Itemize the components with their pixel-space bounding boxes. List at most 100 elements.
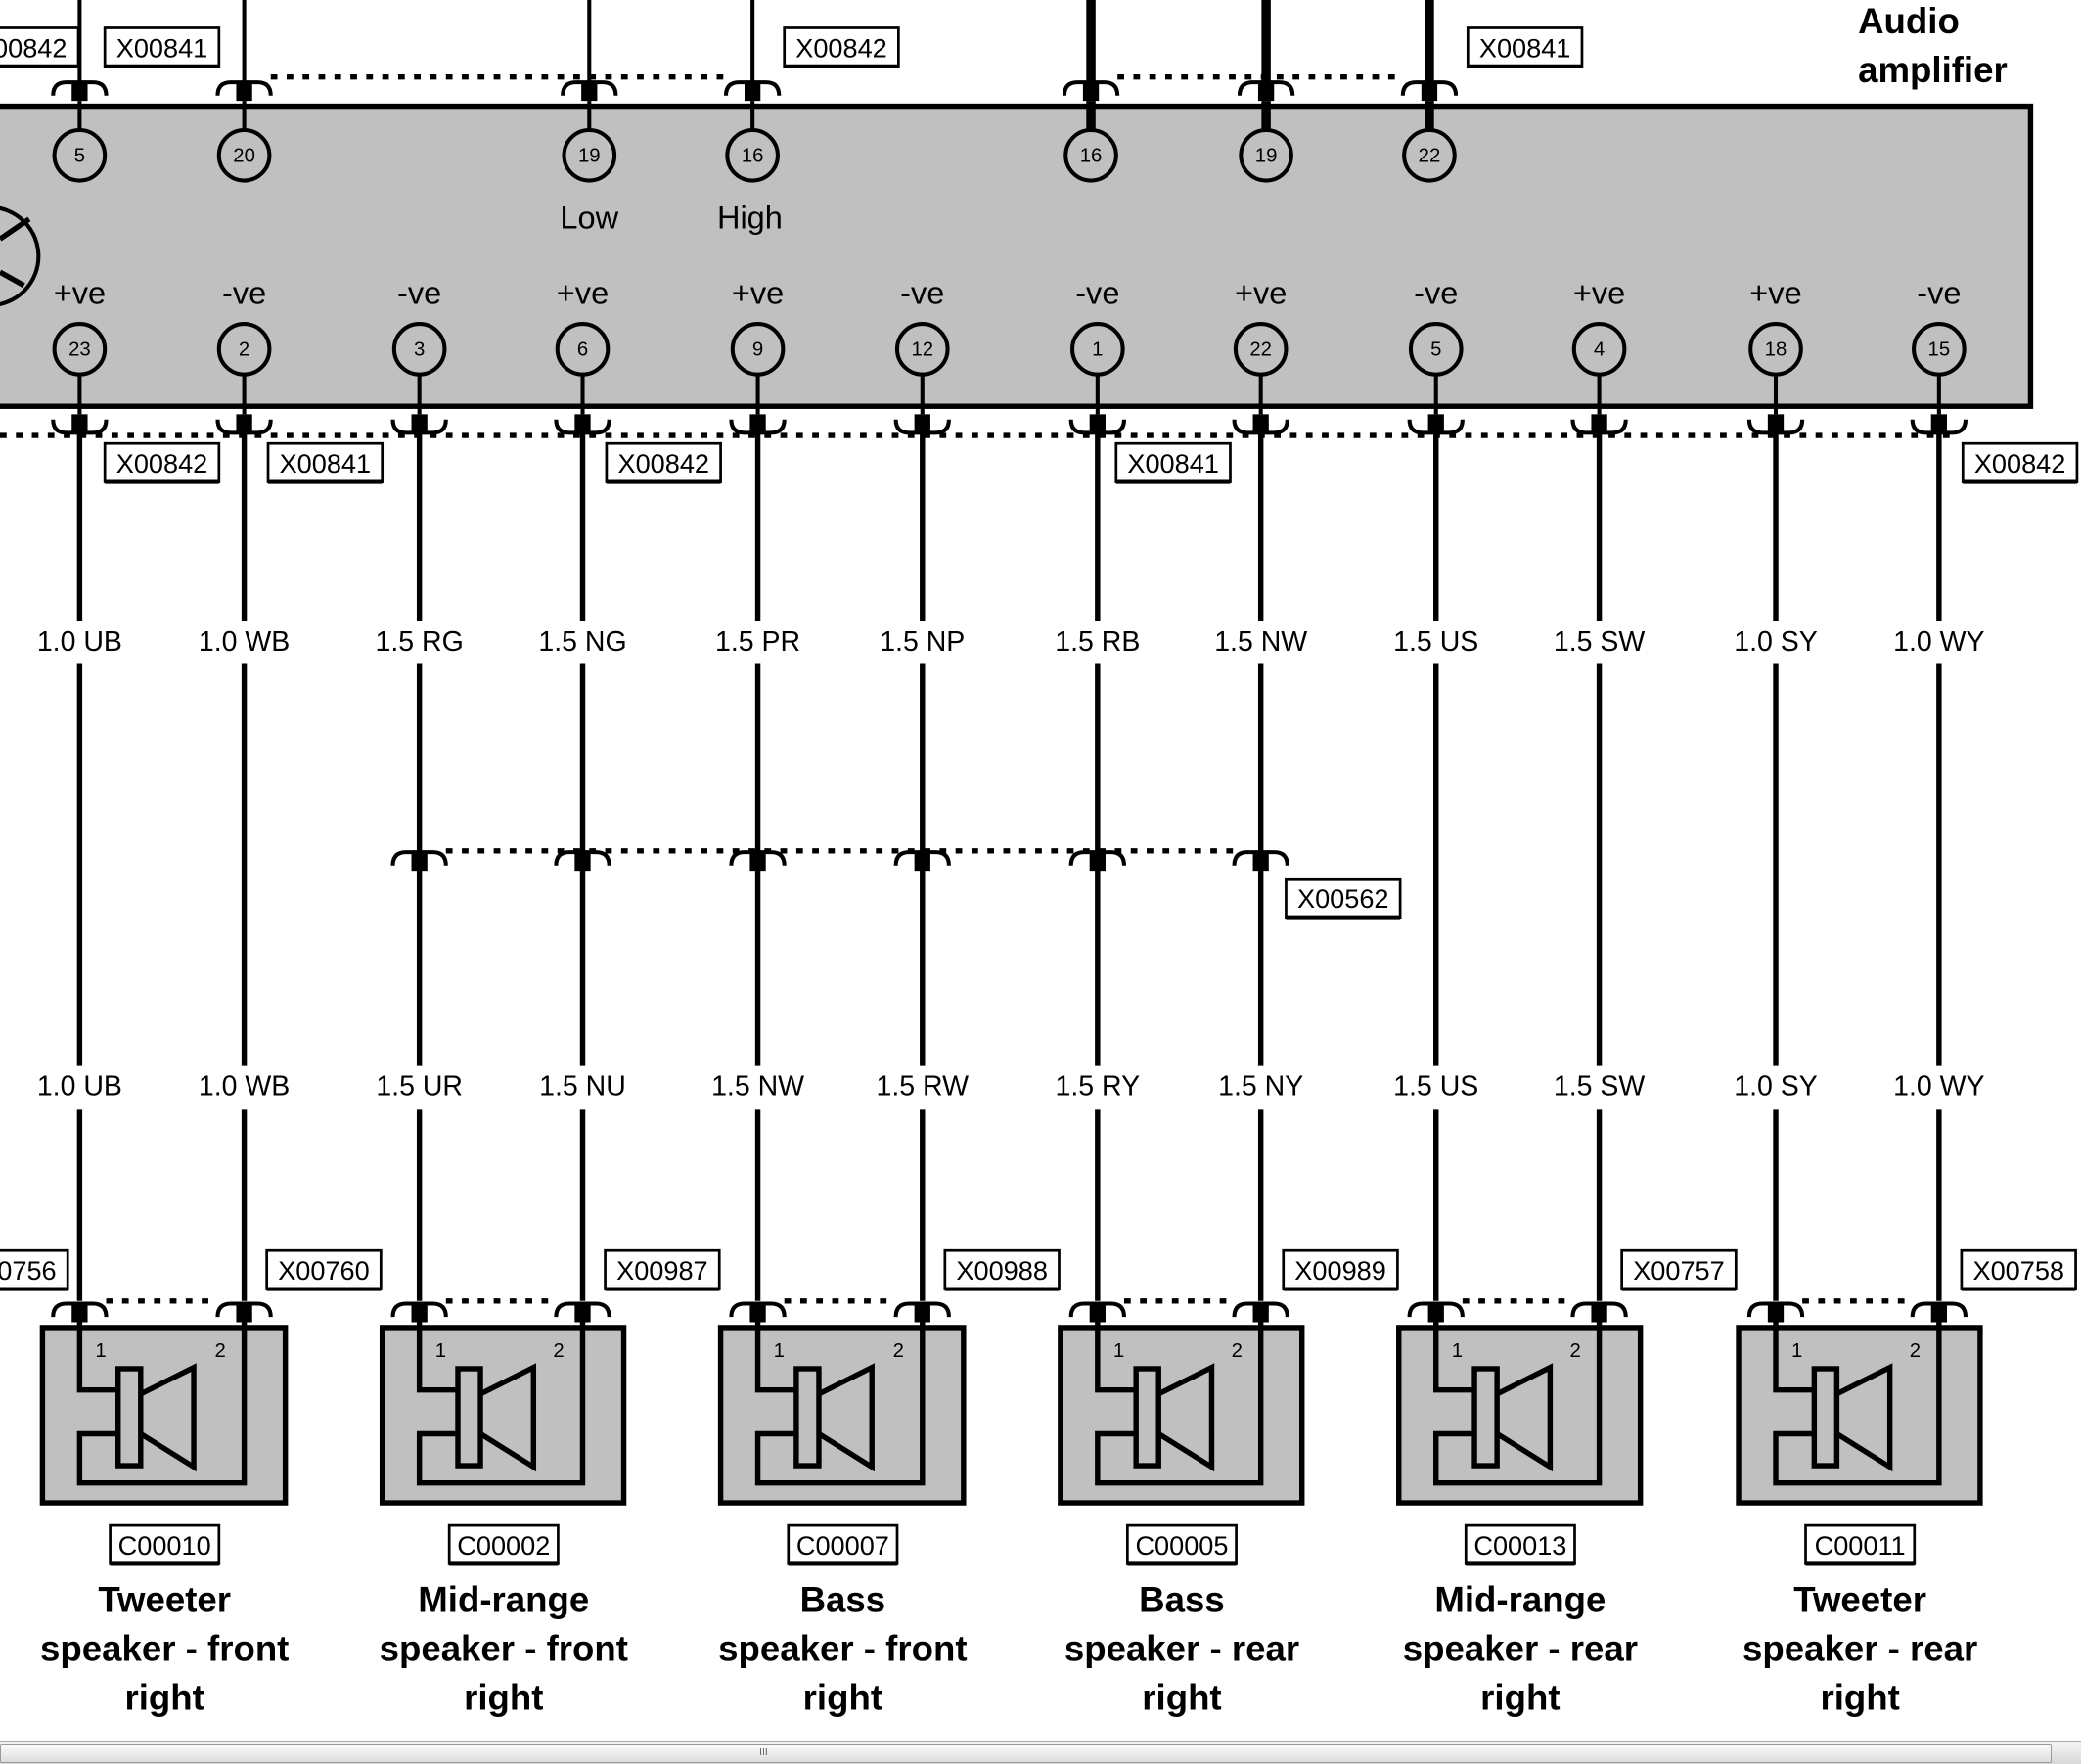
speaker-pin-2: 2 xyxy=(553,1340,564,1362)
connector-pin xyxy=(411,414,428,433)
connector-pin xyxy=(236,82,252,102)
wire-label: 1.5 RB xyxy=(1055,626,1140,657)
pin-number: 18 xyxy=(1765,339,1787,361)
amplifier-title: amplifier xyxy=(1858,50,2008,90)
component-id-label: C00013 xyxy=(1464,1523,1576,1566)
scrollbar-thumb[interactable]: III xyxy=(0,1744,2052,1763)
wire-label: 1.5 PR xyxy=(715,626,800,657)
pin-polarity: -ve xyxy=(1075,276,1119,311)
speaker-internal-wire xyxy=(1433,1322,1603,1486)
pin-circle xyxy=(1063,127,1118,183)
pin-number: 22 xyxy=(1249,339,1272,361)
speaker-name: speaker - front xyxy=(380,1629,628,1669)
horizontal-scrollbar[interactable]: III xyxy=(0,1741,2081,1764)
pin-number: 15 xyxy=(1928,339,1951,361)
connector-label-text: X00842 xyxy=(116,448,208,478)
connector-label-inline: X00562 xyxy=(1285,877,1402,920)
component-id-label: C00011 xyxy=(1804,1523,1917,1566)
speaker-pin-2: 2 xyxy=(1570,1340,1581,1362)
pin-number: 16 xyxy=(742,146,764,167)
connector-label: X00842 xyxy=(783,26,900,68)
connector-pin xyxy=(1930,414,1947,433)
speaker-cone-icon xyxy=(478,1363,537,1472)
speaker-name: speaker - front xyxy=(40,1629,289,1669)
component-id-label: C00007 xyxy=(787,1523,899,1566)
audio-amplifier-body xyxy=(0,103,2034,409)
connector-pin xyxy=(236,414,252,433)
pin-number: 19 xyxy=(578,146,601,167)
connector-label-box xyxy=(103,26,221,68)
component-id-label-box xyxy=(1464,1523,1576,1565)
pin-number: 23 xyxy=(68,339,91,361)
connector-pin xyxy=(574,1303,591,1323)
connector-label: X00841 xyxy=(1114,441,1232,484)
component-id-label-text: C00011 xyxy=(1815,1530,1906,1560)
connector-pin xyxy=(1767,1303,1785,1323)
pin-number: 3 xyxy=(414,339,425,361)
pin-number: 4 xyxy=(1594,339,1605,361)
ground-symbol-icon xyxy=(0,205,41,306)
component-id-label-text: C00013 xyxy=(1473,1530,1566,1560)
connector-label: X00987 xyxy=(604,1248,721,1291)
connector-pin xyxy=(744,82,761,102)
speaker-magnet-icon xyxy=(455,1366,483,1469)
connector-label-text: X00989 xyxy=(1294,1255,1386,1286)
connector-label-box xyxy=(1282,1248,1399,1290)
connector-label: X00760 xyxy=(265,1248,383,1291)
pin-number: 1 xyxy=(1092,339,1103,361)
speaker-pin-1: 1 xyxy=(1791,1340,1802,1362)
connector-label: X00842 xyxy=(1961,441,2079,484)
connector-label-text: X00841 xyxy=(280,448,372,478)
speaker-name: Tweeter xyxy=(1793,1579,1926,1619)
connector-label: X00758 xyxy=(1960,1248,2077,1291)
speaker-magnet-icon xyxy=(1133,1366,1161,1469)
connector-label: X00842 xyxy=(0,26,80,68)
pin-number: 5 xyxy=(1430,339,1441,361)
speaker-internal-wire xyxy=(1773,1322,1942,1486)
connector-pin xyxy=(71,82,88,102)
pin-number: 19 xyxy=(1255,146,1278,167)
connector-label: X00757 xyxy=(1620,1248,1738,1291)
component-id-label-text: C00005 xyxy=(1135,1530,1228,1560)
connector-pin xyxy=(1089,414,1106,433)
component-id-label-text: C00007 xyxy=(796,1530,889,1560)
connector-label: X00841 xyxy=(103,26,221,68)
pin-polarity: +ve xyxy=(557,276,609,311)
speaker-magnet-icon xyxy=(1471,1366,1500,1469)
connector-pin xyxy=(1767,414,1785,433)
speaker-name: right xyxy=(1820,1678,1899,1718)
wire-label: 1.5 RW xyxy=(877,1070,970,1102)
connector-label-box xyxy=(1620,1248,1738,1290)
pin-circle xyxy=(216,127,272,183)
pin-polarity: -ve xyxy=(1917,276,1961,311)
wire-label: 1.0 WY xyxy=(1893,1070,1984,1102)
pin-polarity: +ve xyxy=(1749,276,1801,311)
speaker-name: right xyxy=(1480,1678,1560,1718)
speaker-pin-1: 1 xyxy=(1113,1340,1124,1362)
connector-label-text: X00842 xyxy=(0,32,67,63)
wire-label: 1.5 RG xyxy=(376,626,464,657)
speaker-name: Bass xyxy=(1139,1579,1225,1619)
wire-label: 1.0 SY xyxy=(1734,1070,1818,1102)
wire-label: 1.5 NW xyxy=(711,1070,804,1102)
component-id-label: C00002 xyxy=(447,1523,560,1566)
connector-pin xyxy=(914,852,930,872)
pin-label-low: Low xyxy=(560,200,618,235)
wire-label: 1.5 RY xyxy=(1056,1070,1141,1102)
speaker-name: speaker - rear xyxy=(1742,1629,1977,1669)
connector-pin xyxy=(411,852,428,872)
wire-label: 1.5 SW xyxy=(1554,1070,1645,1102)
speaker-cone-icon xyxy=(1495,1363,1554,1472)
speaker-name: Bass xyxy=(800,1579,886,1619)
connector-pin xyxy=(236,1303,252,1323)
speaker-C00007 xyxy=(717,1322,967,1506)
connector-pin xyxy=(1427,1303,1444,1323)
connector-label-text: X00756 xyxy=(0,1255,57,1286)
wire-label: 1.0 WB xyxy=(199,626,290,657)
connector-pin xyxy=(1252,1303,1269,1323)
pin-number: 22 xyxy=(1419,146,1441,167)
wire-label: 1.5 NU xyxy=(539,1070,626,1102)
connector-label-box xyxy=(1466,26,1584,68)
wire-label: 1.5 NP xyxy=(880,626,965,657)
